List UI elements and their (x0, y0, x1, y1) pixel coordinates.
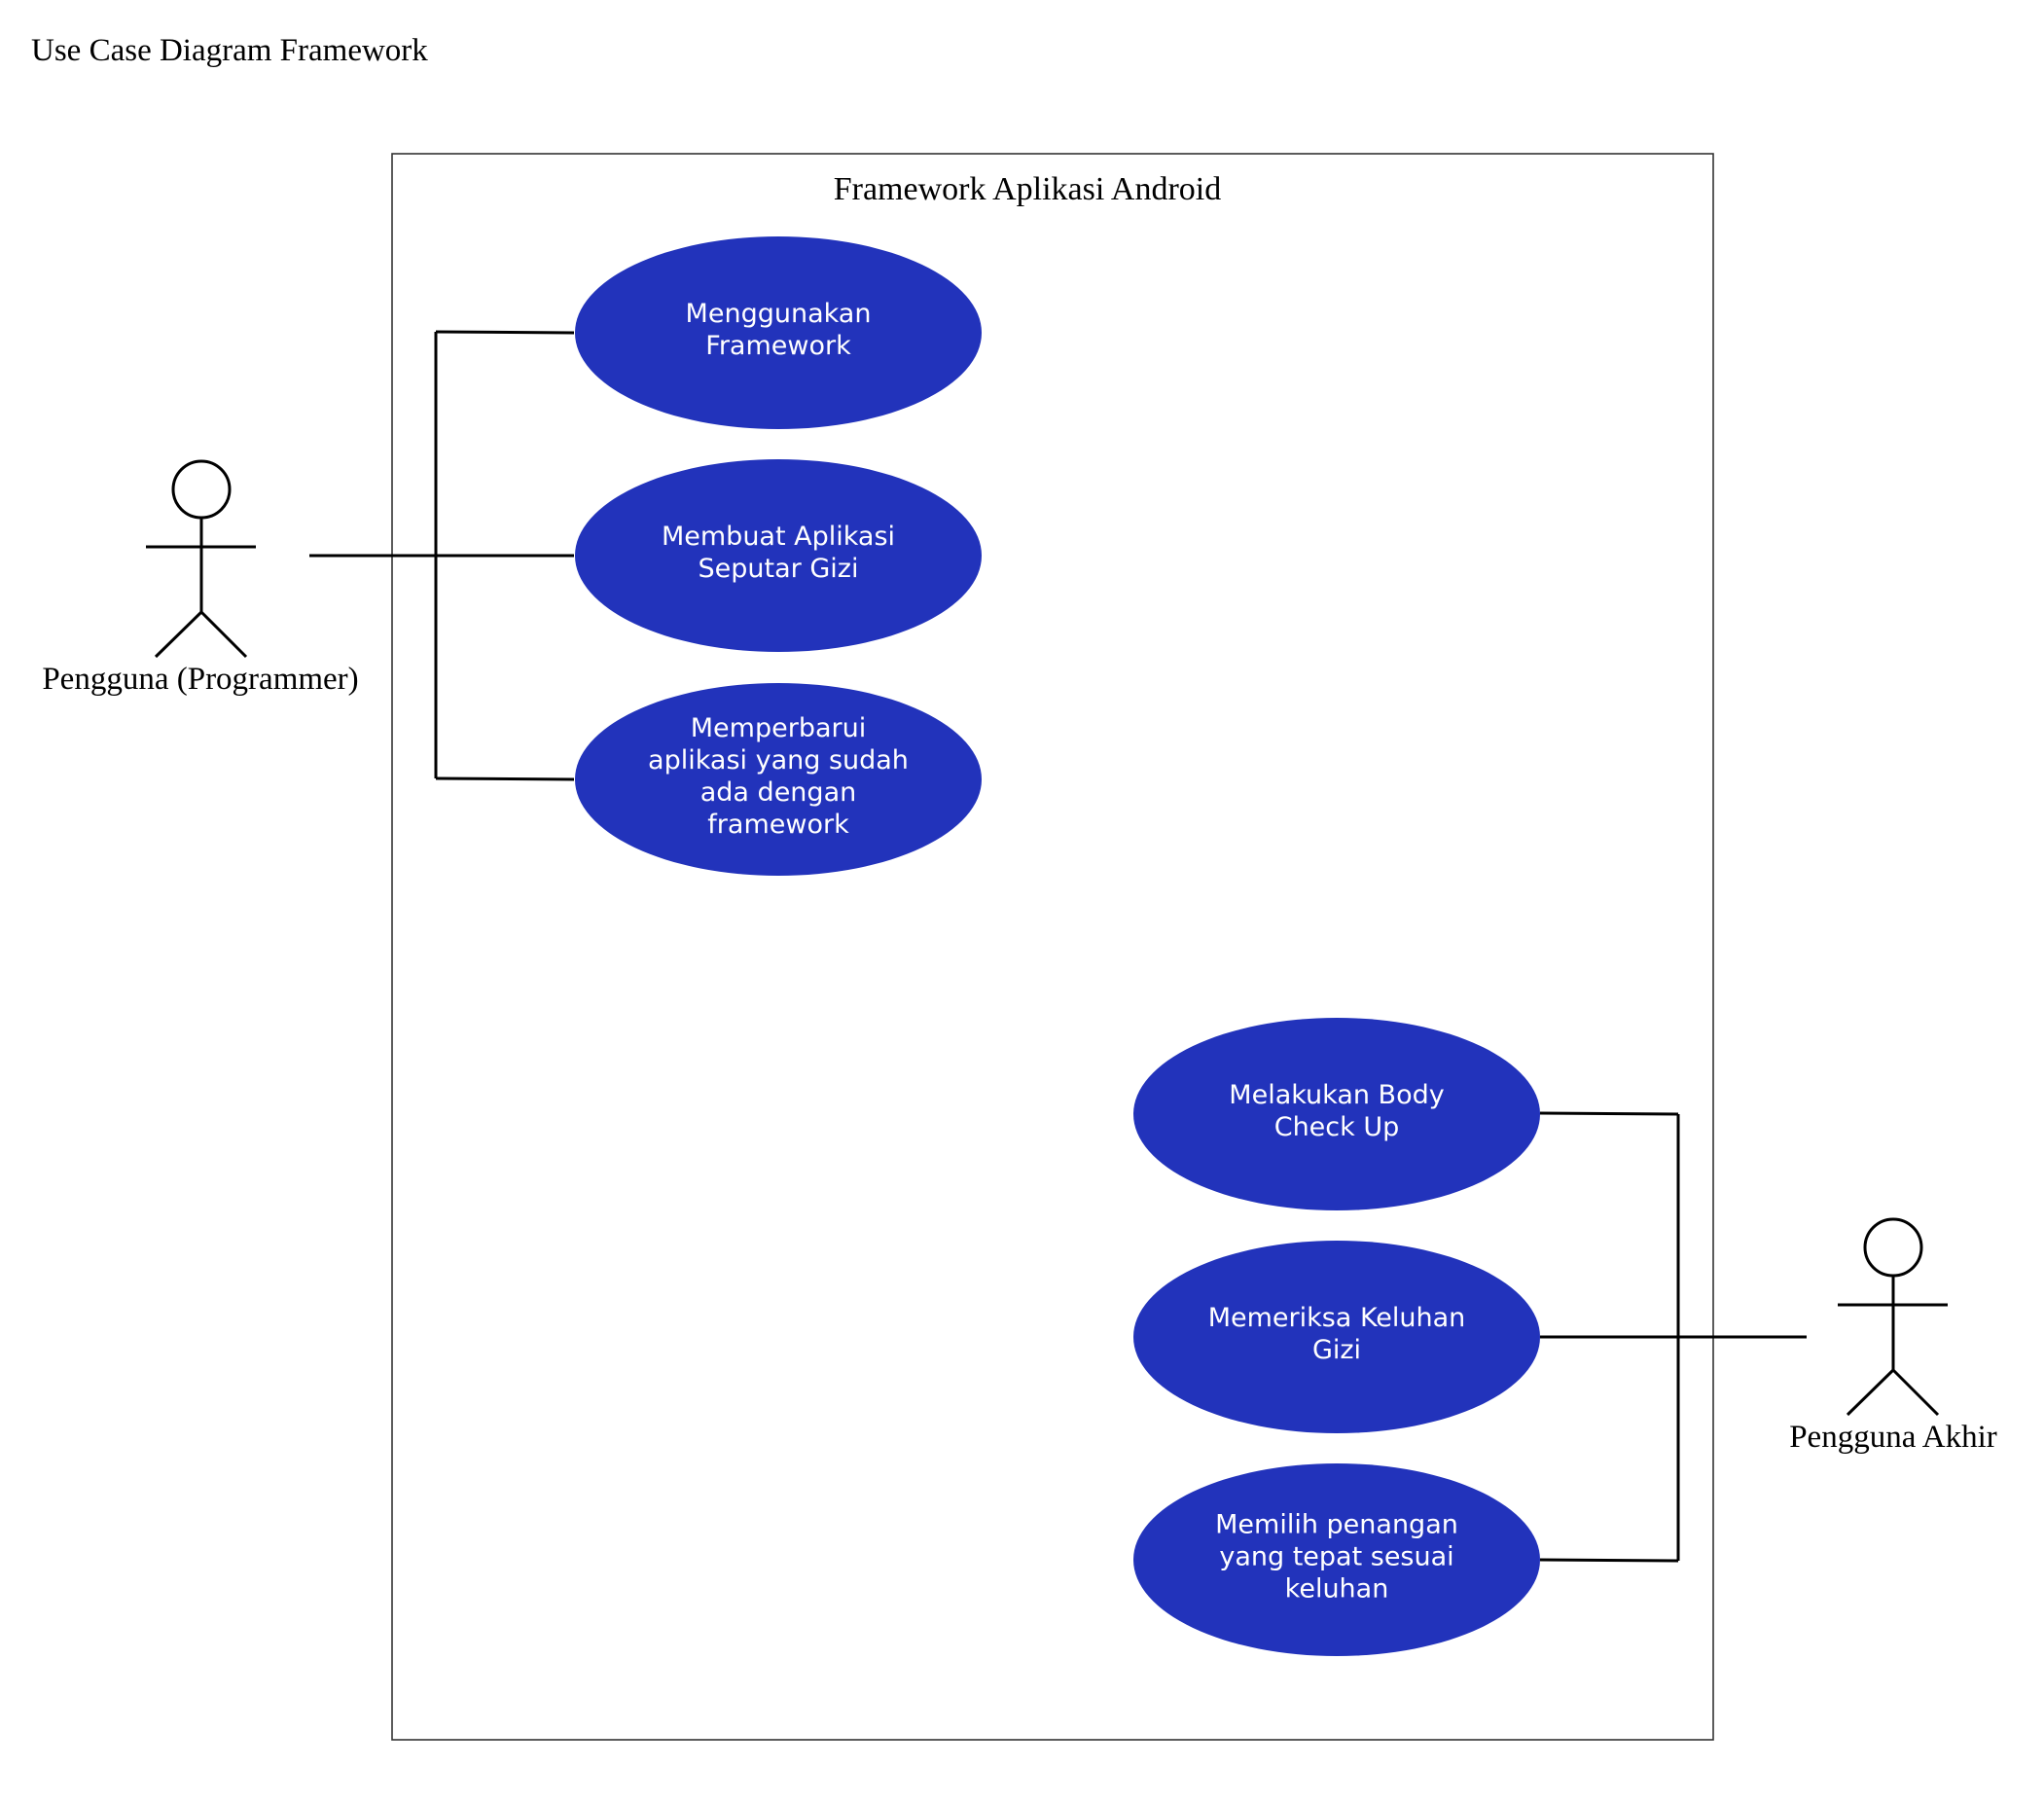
use-case-ellipse (1133, 1241, 1540, 1433)
use-case-label-line: ada dengan (700, 777, 856, 808)
system-boundary: Framework Aplikasi Android (391, 153, 1714, 1741)
use-case-label-line: Memperbarui (691, 713, 866, 743)
use-case-label-line: Framework (705, 331, 851, 361)
use-case-label-line: aplikasi yang sudah (648, 745, 909, 776)
use-case-label-line: Membuat Aplikasi (662, 522, 895, 552)
end-user-connectors (1539, 1111, 1807, 1563)
use-case-label-line: Check Up (1274, 1112, 1400, 1142)
use-case-label-line: Menggunakan (686, 299, 872, 329)
connector-uc1 (435, 330, 575, 335)
use-case-label-line: Memeriksa Keluhan (1208, 1303, 1466, 1333)
actor-end-user-head (1863, 1217, 1923, 1278)
use-case-ellipse (575, 683, 982, 876)
use-case-label-line: keluhan (1285, 1574, 1389, 1605)
use-case-label-line: Melakukan Body (1229, 1080, 1444, 1110)
system-boundary-label: Framework Aplikasi Android (834, 171, 1222, 207)
connector-uc6 (1539, 1558, 1679, 1563)
use-case-label-line: framework (707, 810, 849, 840)
actor-end-user-label: Pengguna Akhir (1789, 1420, 1997, 1455)
use-case-label-line: Gizi (1312, 1335, 1361, 1365)
use-case-ellipse (1133, 1463, 1540, 1656)
use-case-ellipse (1133, 1018, 1540, 1210)
actor-programmer-left-leg (154, 610, 203, 659)
use-case-label-line: Memilih penangan (1215, 1510, 1458, 1540)
use-case-label-line: Seputar Gizi (699, 554, 859, 584)
use-case-label-line: yang tepat sesuai (1219, 1542, 1453, 1572)
actor-end-user: Pengguna Akhir (1789, 1217, 1997, 1455)
programmer-connectors (309, 330, 575, 781)
diagram-title: Use Case Diagram Framework (31, 33, 428, 68)
use-case-ellipse (575, 236, 982, 429)
connector-uc3 (435, 776, 575, 781)
actor-programmer-right-leg (199, 610, 248, 659)
actor-programmer: Pengguna (Programmer) (42, 459, 359, 697)
use-case-ellipse (575, 459, 982, 652)
system-boundary-box (391, 153, 1714, 1741)
actor-end-user-left-leg (1846, 1368, 1895, 1417)
actor-end-user-right-leg (1891, 1368, 1940, 1417)
connector-uc4 (1539, 1111, 1679, 1116)
actor-programmer-label: Pengguna (Programmer) (42, 662, 358, 697)
actor-programmer-head (171, 459, 232, 520)
